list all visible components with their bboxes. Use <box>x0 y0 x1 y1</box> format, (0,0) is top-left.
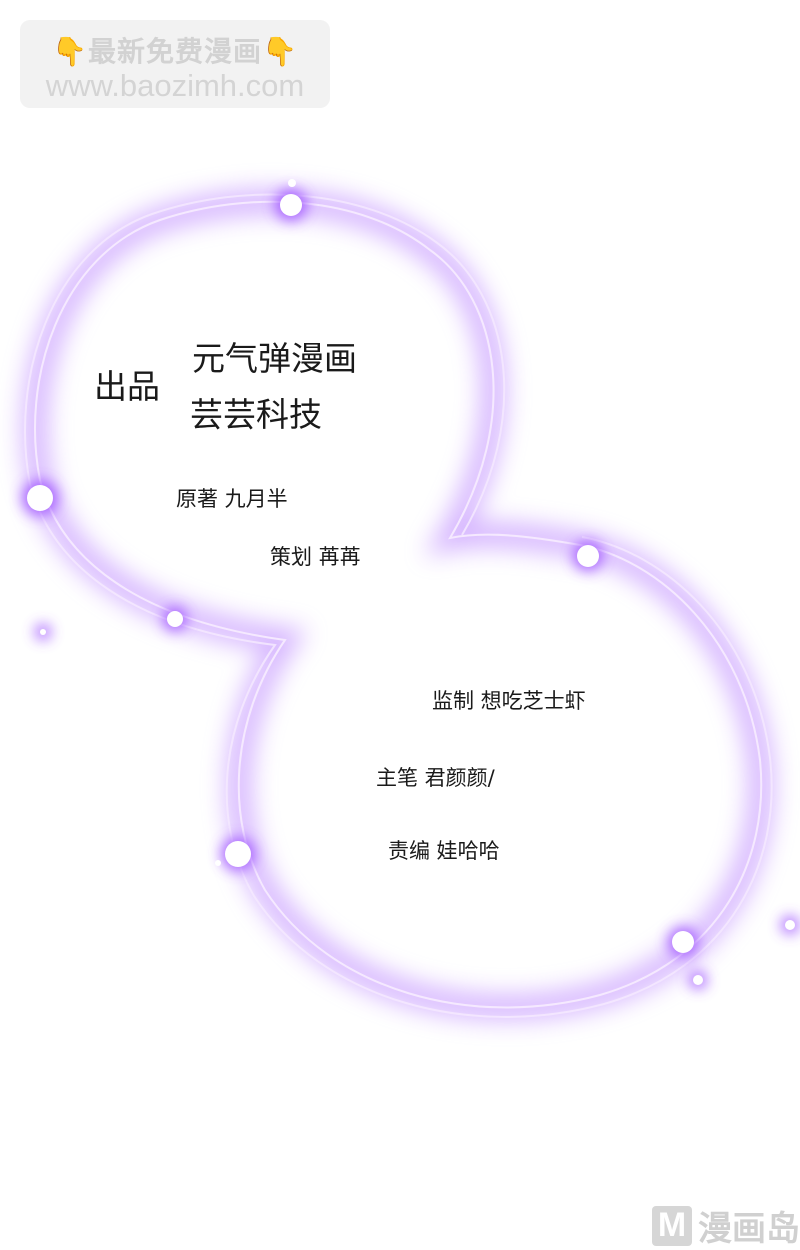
logo-text: 漫画岛 <box>698 1209 800 1249</box>
manhuadao-logo: M 漫画岛 <box>652 1203 800 1249</box>
credit-editor: 责编 娃哈哈 <box>388 839 500 863</box>
credit-main-artist: 主笔 君颜颜/ <box>376 766 495 790</box>
watermark-badge: 👇最新免费漫画👇 www.baozimh.com <box>20 20 330 108</box>
credit-supervisor: 监制 想吃芝士虾 <box>432 689 586 713</box>
watermark-title: 👇最新免费漫画👇 <box>52 35 298 68</box>
producer-2: 芸芸科技 <box>190 395 322 434</box>
credit-original: 原著 九月半 <box>176 487 288 511</box>
producer-label: 出品 <box>94 367 160 406</box>
watermark-url: www.baozimh.com <box>45 68 305 103</box>
credit-planning: 策划 苒苒 <box>270 545 361 569</box>
pointing-down-hand-icon: 👇 <box>262 35 298 68</box>
logo-m-icon: M <box>652 1205 692 1246</box>
producer-1: 元气弹漫画 <box>192 339 357 378</box>
pointing-down-hand-icon: 👇 <box>52 35 88 68</box>
